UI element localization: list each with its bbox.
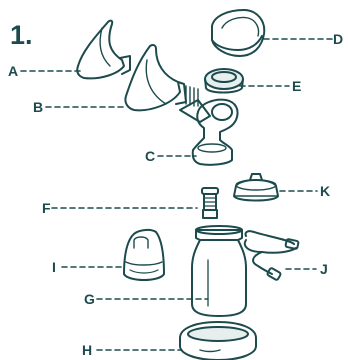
part-e-membrane-ring: [205, 69, 243, 93]
part-b-breast-shield: [125, 45, 198, 110]
leader-lines: [21, 39, 332, 350]
part-f-valve: [202, 188, 218, 218]
label-g: G: [84, 292, 95, 306]
label-e: E: [292, 79, 301, 93]
label-c: C: [145, 149, 155, 163]
part-c-pump-body: [180, 100, 238, 165]
label-j: J: [320, 262, 328, 276]
label-h: H: [82, 343, 92, 357]
label-i: I: [52, 260, 56, 274]
part-g-bottle: [192, 226, 246, 316]
part-h-base: [180, 322, 256, 360]
label-a: A: [8, 64, 18, 78]
part-d-pump-cap: [212, 10, 264, 56]
part-i-teat: [124, 230, 164, 280]
part-k-bottle-lid: [234, 174, 278, 201]
part-j-usb-cable: [245, 231, 299, 280]
label-k: K: [320, 184, 330, 198]
part-a-breast-shield: [77, 21, 130, 79]
label-f: F: [42, 201, 51, 215]
label-d: D: [333, 32, 343, 46]
label-b: B: [33, 100, 43, 114]
